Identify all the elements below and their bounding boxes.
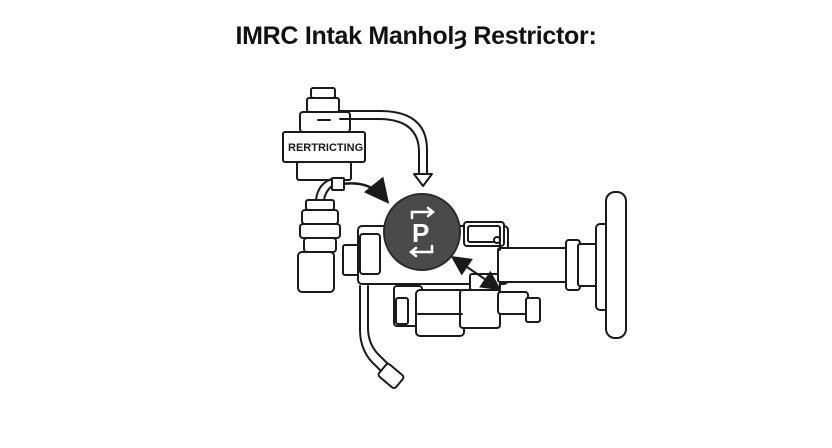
position-badge: P [383,193,461,271]
valve-cap [299,87,351,133]
flow-arrow [342,176,390,204]
badge-letter: P [412,218,429,248]
swap-arrows-icon [408,206,436,258]
shaft-tube [497,239,599,291]
actuator-column [297,177,345,293]
restricting-label: RERTRICTING [288,142,363,154]
vacuum-hose [339,110,433,187]
adjust-arrow [450,256,502,291]
restricting-housing: RERTRICTING [282,131,366,181]
diagram-title: IMRC Intak Manholȝ Restrictor: [235,22,597,50]
mounting-flange [595,191,627,339]
actuator-rod [493,231,501,251]
lower-housing [393,285,541,337]
drain-pipe [359,285,405,389]
